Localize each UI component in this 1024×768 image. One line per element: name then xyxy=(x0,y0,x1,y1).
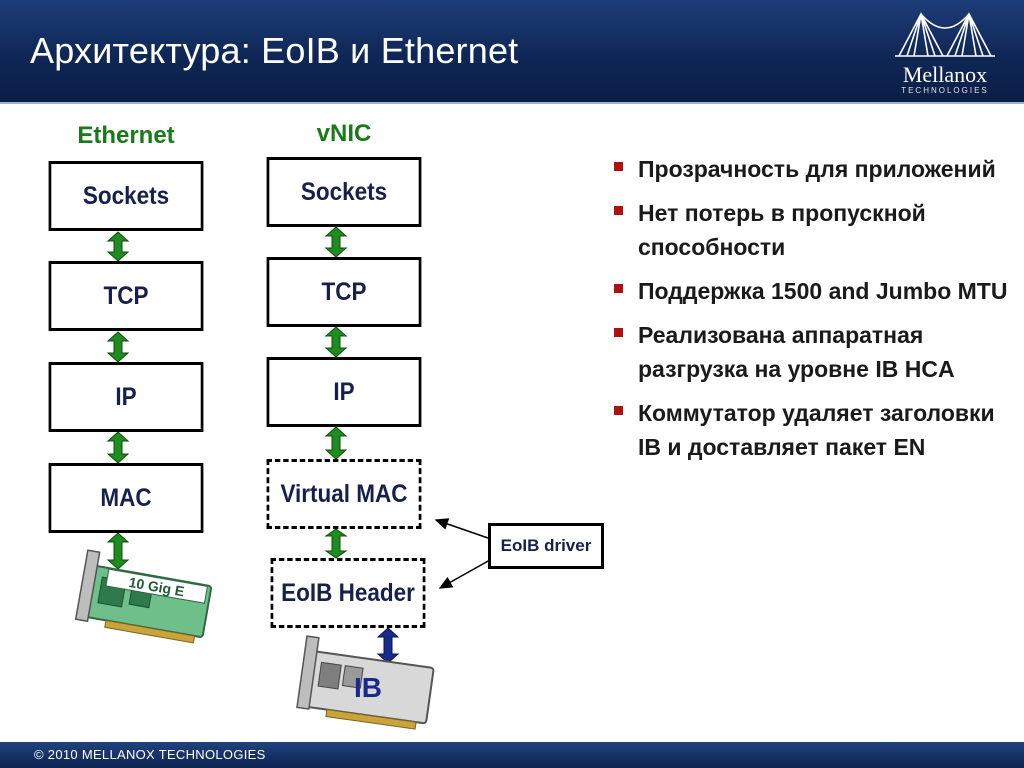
bullet-text: Нет потерь в пропускной способности xyxy=(638,200,926,260)
bridge-icon xyxy=(895,12,995,57)
bullet-marker-icon xyxy=(614,328,623,337)
vnic-sockets-layer: Sockets xyxy=(266,157,422,227)
bullet-marker-icon xyxy=(614,162,623,171)
vnic-ip-layer: IP xyxy=(266,357,422,427)
ethernet-nic-card xyxy=(74,549,213,644)
ethernet-arrow-sockets-tcp xyxy=(106,231,130,262)
bullet-marker-icon xyxy=(614,284,623,293)
vnic-arrow-header-ib xyxy=(376,627,400,664)
vnic-arrow-ip-vmac xyxy=(324,426,348,460)
mellanox-logo: Mellanox TECHNOLOGIES xyxy=(885,6,1005,96)
vnic-arrow-tcp-ip xyxy=(324,326,348,358)
slide-title: Архитектура: EoIB и Ethernet xyxy=(30,30,519,71)
eoib-driver-box: EoIB driver xyxy=(488,523,604,569)
copyright-text: © 2010 MELLANOX TECHNOLOGIES xyxy=(34,747,266,762)
bullet-text: Поддержка 1500 and Jumbo MTU xyxy=(638,278,1008,304)
vnic-virtual-mac-layer: Virtual MAC xyxy=(266,459,422,529)
vnic-arrow-vmac-header xyxy=(324,528,348,559)
ethernet-tcp-layer: TCP xyxy=(48,261,204,331)
slide-header: Архитектура: EoIB и Ethernet Mellanox TE… xyxy=(0,0,1024,104)
bullet-text: Реализована аппаратная разгрузка на уров… xyxy=(638,322,955,382)
bullet-item: Реализована аппаратная разгрузка на уров… xyxy=(612,318,1012,386)
ib-nic-label: IB xyxy=(354,672,382,703)
ethernet-arrow-ip-mac xyxy=(106,431,130,464)
bullet-marker-icon xyxy=(614,206,623,215)
bullet-text: Коммутатор удаляет заголовки IB и достав… xyxy=(638,400,995,460)
logo-name: Mellanox xyxy=(902,62,988,87)
vnic-eoib-header-layer: EoIB Header xyxy=(270,558,426,628)
bullet-text: Прозрачность для приложений xyxy=(638,156,996,182)
vnic-heading: vNIC xyxy=(316,120,372,147)
bullet-item: Поддержка 1500 and Jumbo MTU xyxy=(612,274,1012,308)
driver-connector-vmac xyxy=(434,518,489,539)
ethernet-mac-layer: MAC xyxy=(48,463,204,533)
bullet-marker-icon xyxy=(614,406,623,415)
bullet-item: Коммутатор удаляет заголовки IB и достав… xyxy=(612,396,1012,464)
vnic-arrow-sockets-tcp xyxy=(324,226,348,258)
ethernet-sockets-layer: Sockets xyxy=(48,161,204,231)
bullet-item: Прозрачность для приложений xyxy=(612,152,1012,186)
vnic-tcp-layer: TCP xyxy=(266,257,422,327)
ethernet-heading: Ethernet xyxy=(77,122,175,149)
driver-connector-header xyxy=(438,559,491,589)
slide-footer: © 2010 MELLANOX TECHNOLOGIES xyxy=(0,742,1024,768)
feature-bullet-list: Прозрачность для приложений Нет потерь в… xyxy=(612,152,1012,474)
logo-subtitle: TECHNOLOGIES xyxy=(901,86,989,95)
ethernet-ip-layer: IP xyxy=(48,362,204,432)
ib-nic-card xyxy=(296,635,435,730)
ethernet-arrow-mac-nic xyxy=(106,532,130,570)
bullet-item: Нет потерь в пропускной способности xyxy=(612,196,1012,264)
ethernet-arrow-tcp-ip xyxy=(106,331,130,363)
